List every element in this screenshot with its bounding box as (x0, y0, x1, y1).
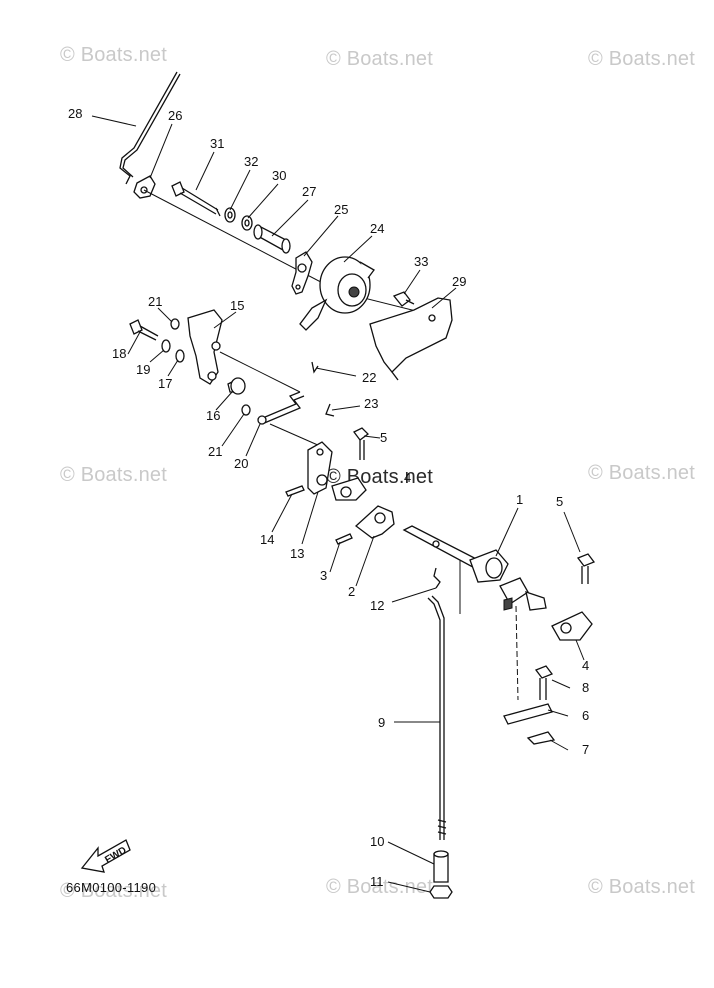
callout-17: 17 (158, 376, 172, 391)
callout-3: 3 (320, 568, 327, 583)
bolt-18 (129, 319, 159, 341)
control-rod-9 (427, 595, 447, 840)
clip-23 (325, 403, 335, 417)
cam-24 (299, 256, 375, 331)
callout-16: 16 (206, 408, 220, 423)
callout-33: 33 (414, 254, 428, 269)
callout-31: 31 (210, 136, 224, 151)
callout-28: 28 (68, 106, 82, 121)
callout-12: 12 (370, 598, 384, 613)
clip-12 (433, 567, 441, 589)
bolt-5-right (576, 553, 596, 584)
clamp-4-right (551, 611, 593, 641)
callout-22: 22 (362, 370, 376, 385)
bracket-29 (369, 297, 453, 381)
link-25 (291, 251, 313, 295)
callout-4-right: 4 (582, 658, 589, 673)
clamp-4-upper (331, 477, 367, 501)
callout-23: 23 (364, 396, 378, 411)
fwd-arrow-icon: FWD (80, 839, 131, 873)
clip-22 (311, 361, 319, 374)
watermark: © Boats.net (326, 48, 433, 70)
watermark: © Boats.net (588, 48, 695, 70)
callout-26: 26 (168, 108, 182, 123)
callout-27: 27 (302, 184, 316, 199)
callout-1: 1 (516, 492, 523, 507)
watermark: © Boats.net (60, 464, 167, 486)
bolt-31 (171, 181, 221, 217)
callout-2: 2 (348, 584, 355, 599)
nut-11 (429, 885, 453, 899)
callout-21-upper: 21 (148, 294, 162, 309)
watermark: © Boats.net (60, 880, 167, 902)
watermark: © Boats.net (588, 462, 695, 484)
plate-6 (503, 703, 553, 725)
link-rod-20 (257, 391, 305, 425)
callout-6: 6 (582, 708, 589, 723)
fwd-label: FWD (103, 845, 128, 866)
callout-30: 30 (272, 168, 286, 183)
leader-lines (91, 115, 585, 893)
pin-14 (285, 485, 305, 497)
callout-20: 20 (234, 456, 248, 471)
part-code: 66M0100-1190 (66, 880, 157, 895)
watermark: © Boats.net (60, 44, 167, 66)
callout-29: 29 (452, 274, 466, 289)
washer-19 (161, 339, 171, 353)
watermark: © Boats.net (326, 876, 433, 898)
callout-21-lower: 21 (208, 444, 222, 459)
washer-21-lower (241, 404, 251, 416)
callout-9: 9 (378, 715, 385, 730)
clamp-2 (354, 505, 395, 539)
link-line (269, 423, 321, 447)
lever-13 (307, 441, 333, 495)
bolt-33 (392, 291, 415, 307)
callout-25: 25 (334, 202, 348, 217)
collar-16 (227, 377, 246, 395)
callout-4-upper: 4 (404, 470, 411, 485)
throttle-rod-28 (119, 71, 181, 185)
washer-30 (241, 215, 253, 231)
lever-15 (187, 309, 223, 385)
callout-13: 13 (290, 546, 304, 561)
bolt-5-upper (353, 427, 369, 460)
clip-7 (526, 731, 556, 745)
guide-line (515, 605, 519, 701)
shaft-1-assembly (402, 525, 547, 611)
callout-labels: 28 26 31 32 30 27 25 24 33 29 21 15 18 1… (68, 106, 589, 889)
callout-5-upper: 5 (380, 430, 387, 445)
joint-10 (433, 850, 449, 883)
callout-8: 8 (582, 680, 589, 695)
callout-7: 7 (582, 742, 589, 757)
callout-19: 19 (136, 362, 150, 377)
callout-14: 14 (260, 532, 274, 547)
callout-32: 32 (244, 154, 258, 169)
washer-17 (175, 349, 185, 363)
pivot-axis-line (143, 189, 341, 293)
callout-24: 24 (370, 221, 384, 236)
callout-5-right: 5 (556, 494, 563, 509)
callout-18: 18 (112, 346, 126, 361)
bolt-8 (534, 665, 554, 700)
callout-10: 10 (370, 834, 384, 849)
callout-11: 11 (370, 874, 384, 889)
collar-27 (253, 224, 291, 254)
watermark: © Boats.net (588, 876, 695, 898)
washer-32 (224, 207, 236, 223)
pin-3 (335, 533, 353, 545)
callout-15: 15 (230, 298, 244, 313)
washer-21-upper (170, 318, 180, 330)
link-line (219, 351, 301, 393)
lever-26 (133, 175, 156, 199)
